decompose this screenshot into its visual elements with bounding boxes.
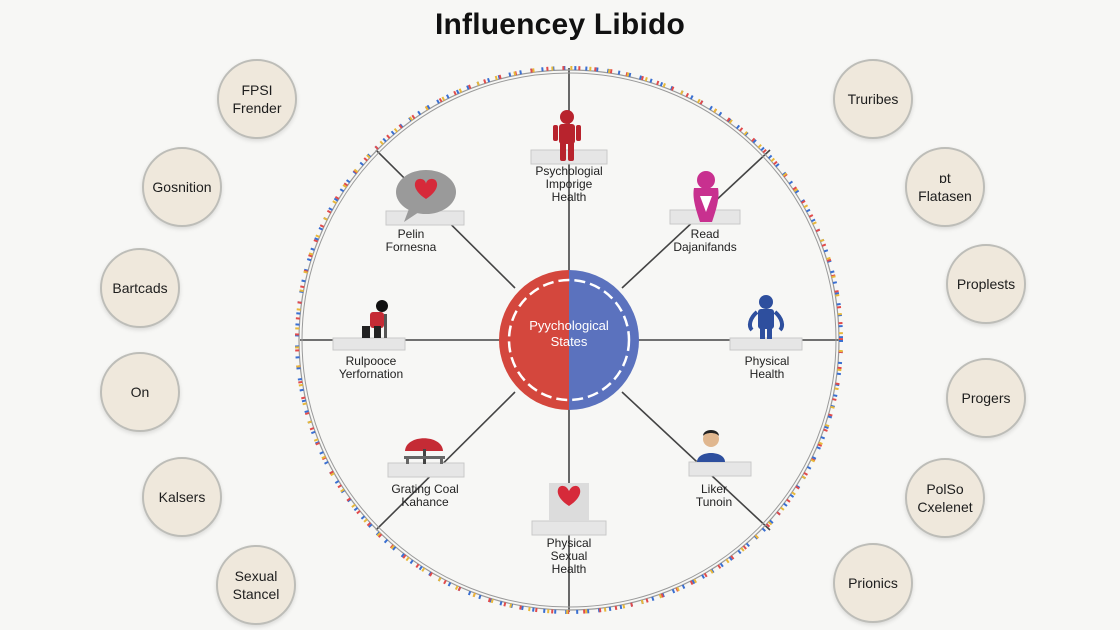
ring-dashes-red [295,66,843,614]
platform-lower-left [387,462,465,478]
umbrella-icon [404,438,445,464]
left-bubble-4: On [100,352,180,432]
right-bubble-5: PolSo Cxelenet [905,458,985,538]
spoke-label-rulpooce-yerfornation: Rulpooce Yerfornation [338,354,404,381]
spoke-lower-left [375,391,516,531]
right-bubble-1: Truribes [833,59,913,139]
center-hub-dashed-ring [507,278,631,402]
person-red-icon [553,110,581,161]
speech-heart-icon [396,170,456,222]
spoke-label-physical-sexual-health: Physical Sexual Health [546,536,592,576]
outer-ring-inner-line [301,72,837,608]
platform-left [332,337,406,351]
right-bubble-3: Proplests [946,244,1026,324]
spoke-label-psychological-health: Psychologial Imporige Health [535,164,603,204]
person-magenta-icon [693,171,719,222]
spoke-label-grating-coal-kahance: Grating Coal Kahance [391,482,459,509]
left-bubble-1: FPSI Frender [217,59,297,139]
spoke-label-pelin-fornesna: Pelin Fornesna [385,227,437,254]
spoke-label-read-dajanifands: Read Dajanifands [673,227,737,254]
platform-lower-right [688,461,752,477]
spoke-label-physical-health: Physical Health [744,354,790,381]
center-hub-left-half [499,270,569,410]
spoke-label-liker-tunoin: Liker Tunoin [695,482,733,509]
center-hub [499,270,639,410]
center-hub-right-half [569,270,639,410]
left-bubble-2: Gosnition [142,147,222,227]
spoke-lower-right [621,391,771,531]
left-bubble-6: Sexual Stancel [216,545,296,625]
person-cane-icon [362,300,388,338]
right-bubble-2: ɒt Flatasen [905,147,985,227]
person-blue-icon [747,295,785,339]
platform-right [729,337,803,351]
platform-bottom [531,520,607,536]
left-bubble-5: Kalsers [142,457,222,537]
center-label: Pyychological States [529,318,609,349]
left-bubble-3: Bartcads [100,248,180,328]
right-bubble-4: Progers [946,358,1026,438]
right-bubble-6: Prionics [833,543,913,623]
man-portrait-icon [697,430,725,462]
heart-card-icon [549,483,589,521]
diagram-title: Influencey Libido [434,8,686,41]
